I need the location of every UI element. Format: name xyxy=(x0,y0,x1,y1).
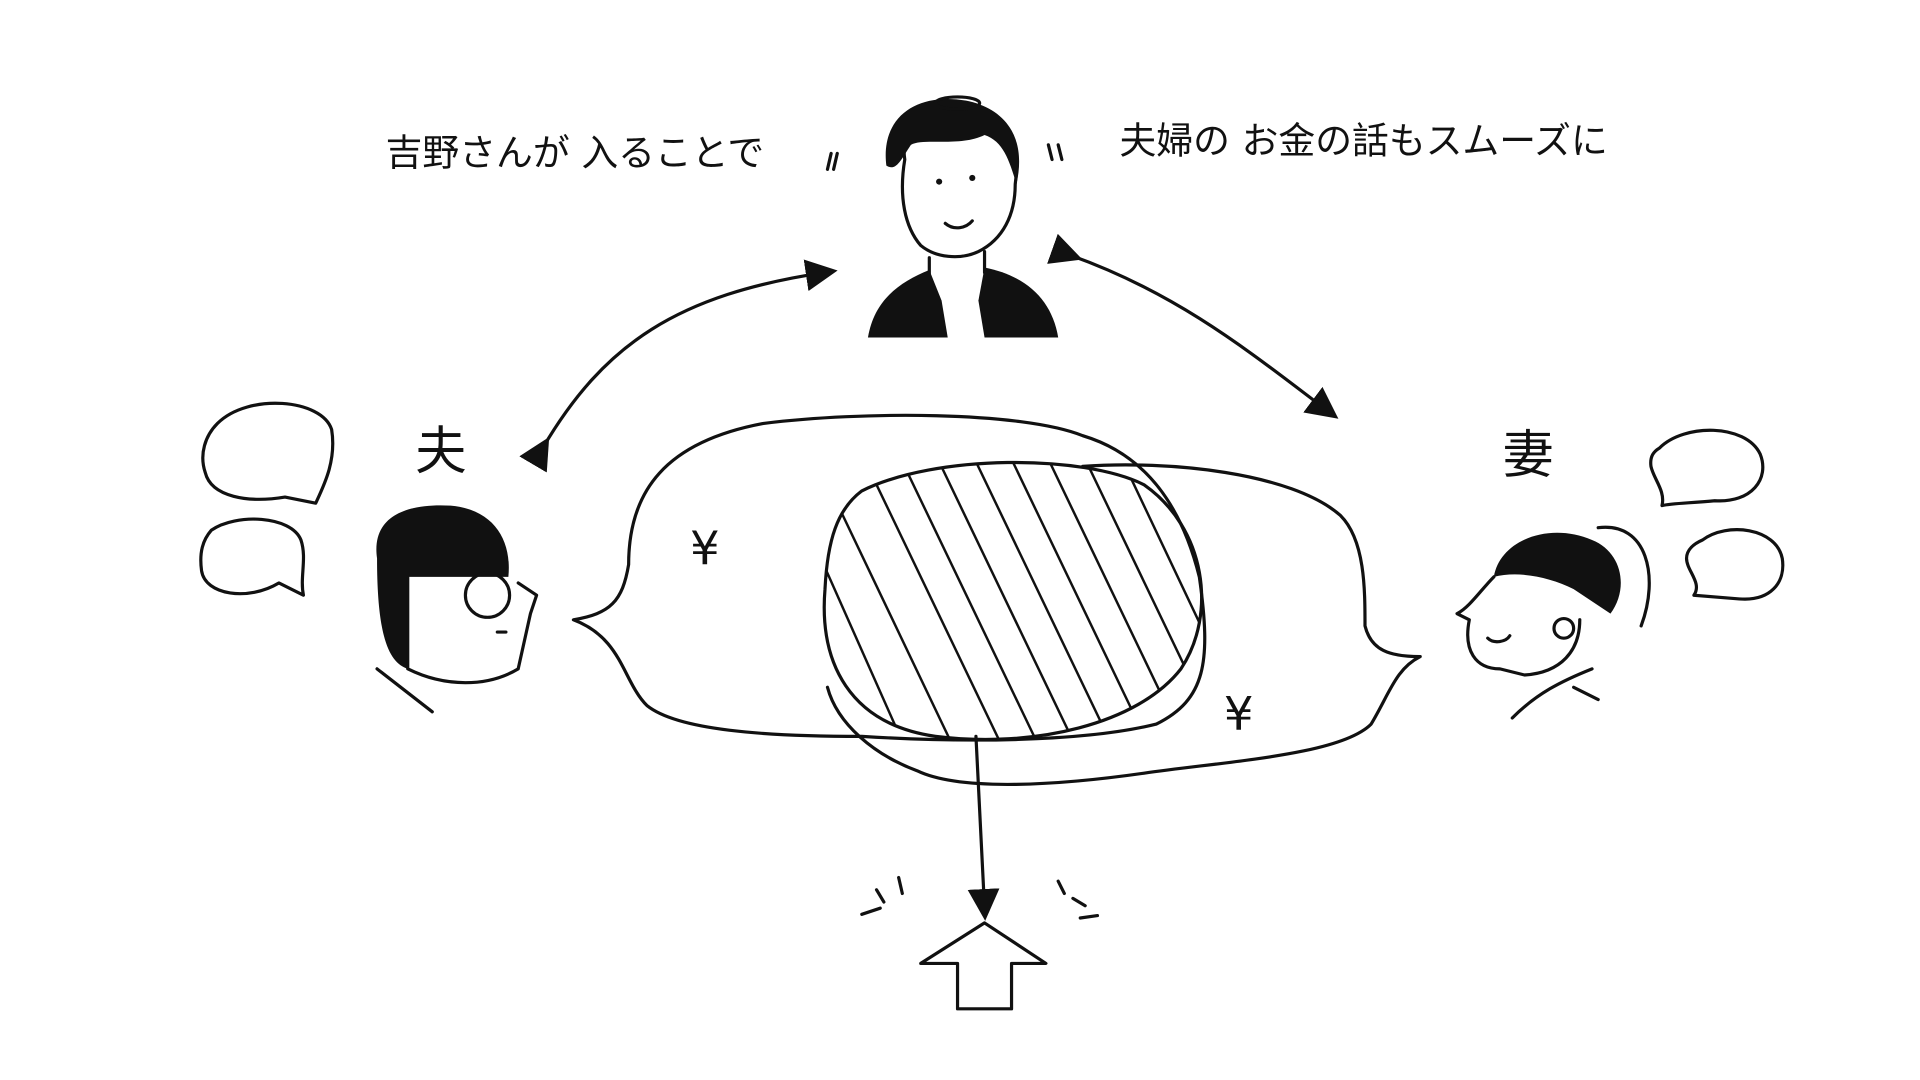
wife-figure xyxy=(1455,525,1651,720)
advisor-figure xyxy=(825,95,1064,338)
husband-speech-bubbles xyxy=(199,401,335,597)
shared-money-overlap xyxy=(822,460,1204,742)
yen-wife: ¥ xyxy=(1224,687,1254,741)
yen-husband: ¥ xyxy=(690,522,720,576)
caption-right: 夫婦の お金の話もスムーズに xyxy=(1120,119,1608,162)
arrow-advisor-wife xyxy=(1047,233,1339,419)
arrow-husband-advisor xyxy=(519,259,838,473)
wife-speech-bubbles xyxy=(1649,428,1785,601)
wife-money-area xyxy=(825,463,1422,786)
husband-figure xyxy=(375,505,539,714)
husband-label: 夫 xyxy=(415,422,467,482)
wife-label: 妻 xyxy=(1502,426,1554,486)
sparkle-lines xyxy=(860,875,1100,920)
caption-left: 吉野さんが 入ることで xyxy=(386,132,765,175)
up-arrow-icon xyxy=(919,921,1048,1011)
arrow-down xyxy=(967,734,1000,921)
